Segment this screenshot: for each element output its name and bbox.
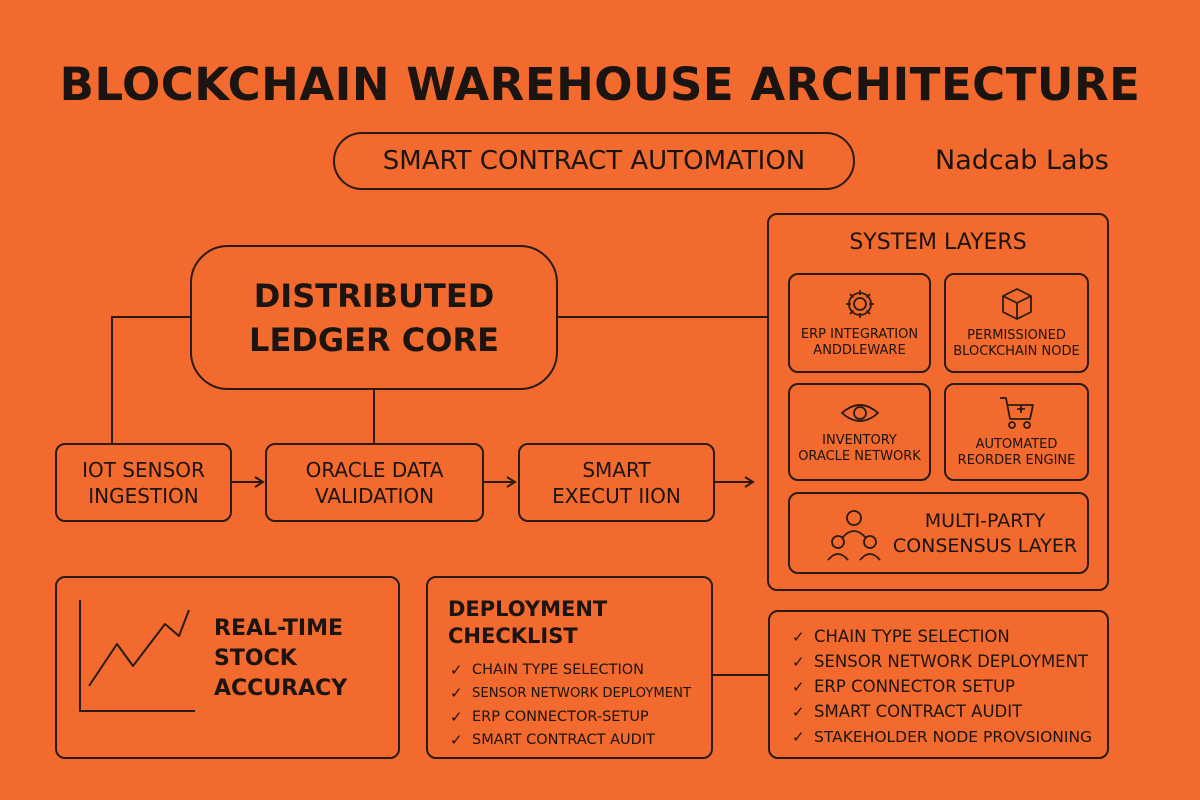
flow-line-2: INGESTION	[88, 483, 199, 508]
check-icon: ✓	[450, 707, 463, 726]
summary-checklist-items: ✓ CHAIN TYPE SELECTION ✓ SENSOR NETWORK DE…	[792, 624, 1108, 749]
check-icon: ✓	[792, 677, 805, 696]
list-item: ✓ SMART CONTRACT AUDIT	[450, 729, 710, 753]
card-line-1: ERP INTEGRATION	[800, 327, 919, 342]
check-icon: ✓	[450, 731, 463, 750]
card-line-1: INVENTORY	[822, 433, 897, 448]
card-line-2: ORACLE NETWORK	[798, 449, 921, 464]
deployment-checklist-card: DEPLOYMENT CHECKLIST ✓ CHAIN TYPE SELECTI…	[426, 576, 713, 759]
core-line-1: DISTRIBUTED	[253, 276, 495, 315]
subtitle-pill: SMART CONTRACT AUTOMATION	[333, 132, 855, 190]
brand-name: Nadcab Labs	[935, 145, 1109, 176]
trend-chart-icon	[79, 600, 195, 712]
checklist-item-label: CHAIN TYPE SELECTION	[472, 661, 645, 678]
check-icon: ✓	[792, 702, 805, 721]
core-line-2: LEDGER CORE	[249, 320, 499, 359]
page-title: BLOCKCHAIN WAREHOUSE ARCHITECTURE	[59, 58, 1141, 111]
stock-line-2: STOCK	[214, 646, 297, 671]
list-item: ✓ CHAIN TYPE SELECTION	[450, 658, 710, 682]
deployment-checklist-summary-card: ✓ CHAIN TYPE SELECTION ✓ SENSOR NETWORK DE…	[768, 610, 1109, 759]
card-line-2: REORDER ENGINE	[957, 453, 1076, 468]
checklist-items: ✓ CHAIN TYPE SELECTION ✓ SENSOR NETWORK DE…	[450, 658, 710, 752]
list-item: ✓ SMART CONTRACT AUDIT	[792, 699, 1108, 724]
check-icon: ✓	[792, 727, 805, 746]
checklist-item-label: SENSOR NETWORK DEPLOYMENT	[472, 685, 692, 701]
check-icon: ✓	[450, 660, 463, 679]
check-icon: ✓	[450, 684, 463, 703]
system-layers-title: SYSTEM LAYERS	[849, 230, 1027, 255]
list-item: ✓ CHAIN TYPE SELECTION	[792, 624, 1108, 649]
multi-line-2: CONSENSUS LAYER	[892, 535, 1078, 557]
checklist-item-label: ERP CONNECTOR-SETUP	[472, 708, 649, 725]
stock-line-1: REAL-TIME	[214, 616, 344, 641]
checklist-title: DEPLOYMENT CHECKLIST	[448, 596, 607, 650]
list-item: ✓ SENSOR NETWORK DEPLOYMENT	[450, 682, 710, 706]
automated-reorder-card: AUTOMATED REORDER ENGINE	[944, 383, 1089, 481]
multi-party-label: MULTI-PARTY CONSENSUS LAYER	[890, 502, 1080, 566]
core-to-iot-line	[111, 316, 190, 443]
iot-sensor-ingestion-node: IOT SENSOR INGESTION	[55, 443, 232, 522]
smart-execution-node: SMART EXECUT IION	[518, 443, 715, 522]
gear-icon	[845, 290, 874, 318]
stock-line-3: ACCURACY	[214, 676, 348, 701]
cube-icon	[1001, 288, 1032, 320]
distributed-ledger-core-node: DISTRIBUTED LEDGER CORE	[190, 245, 558, 390]
system-layers-panel	[767, 213, 1109, 591]
permissioned-blockchain-card: PERMISSIONED BLOCKCHAIN NODE	[944, 273, 1089, 373]
checklist-title-line-1: DEPLOYMENT	[448, 597, 608, 621]
oracle-data-validation-node: ORACLE DATA VALIDATION	[265, 443, 484, 522]
checklist-item-label: CHAIN TYPE SELECTION	[814, 627, 1010, 646]
stock-accuracy-card: REAL-TIME STOCK ACCURACY	[55, 576, 400, 759]
list-item: ✓ SENSOR NETWORK DEPLOYMENT	[792, 649, 1108, 674]
erp-integration-card: ERP INTEGRATION ANDDLEWARE	[788, 273, 931, 373]
checklist-item-label: SMART CONTRACT AUDIT	[814, 702, 1023, 721]
multi-party-consensus-card: MULTI-PARTY CONSENSUS LAYER	[788, 492, 1089, 574]
check-icon: ✓	[792, 652, 805, 671]
checklist-item-label: SMART CONTRACT AUDIT	[472, 732, 655, 749]
list-item: ✓ ERP CONNECTOR SETUP	[792, 674, 1108, 699]
card-line-2: ANDDLEWARE	[813, 343, 906, 358]
multi-line-1: MULTI-PARTY	[924, 510, 1046, 532]
checklist-item-label: SENSOR NETWORK DEPLOYMENT	[814, 652, 1089, 671]
checklist-item-label: ERP CONNECTOR SETUP	[814, 677, 1016, 696]
people-icon	[827, 510, 881, 561]
flow-line-2: VALIDATION	[314, 483, 435, 508]
flow-line-2: EXECUT IION	[552, 483, 681, 508]
card-line-1: PERMISSIONED	[967, 328, 1066, 343]
flow-line-1: SMART	[582, 457, 651, 482]
list-item: ✓ STAKEHOLDER NODE PROVSIONING	[792, 724, 1108, 749]
card-line-1: AUTOMATED	[975, 437, 1058, 452]
cart-icon	[999, 397, 1034, 429]
check-icon: ✓	[792, 627, 805, 646]
flow-line-1: IOT SENSOR	[82, 457, 205, 482]
flow-line-1: ORACLE DATA	[305, 457, 444, 482]
list-item: ✓ ERP CONNECTOR-SETUP	[450, 705, 710, 729]
card-line-2: BLOCKCHAIN NODE	[953, 344, 1080, 359]
eye-icon	[840, 404, 879, 422]
checklist-item-label: STAKEHOLDER NODE PROVSIONING	[814, 727, 1093, 746]
inventory-oracle-card: INVENTORY ORACLE NETWORK	[788, 383, 931, 481]
checklist-title-line-2: CHECKLIST	[448, 624, 578, 648]
stock-accuracy-label: REAL-TIME STOCK ACCURACY	[214, 614, 394, 704]
